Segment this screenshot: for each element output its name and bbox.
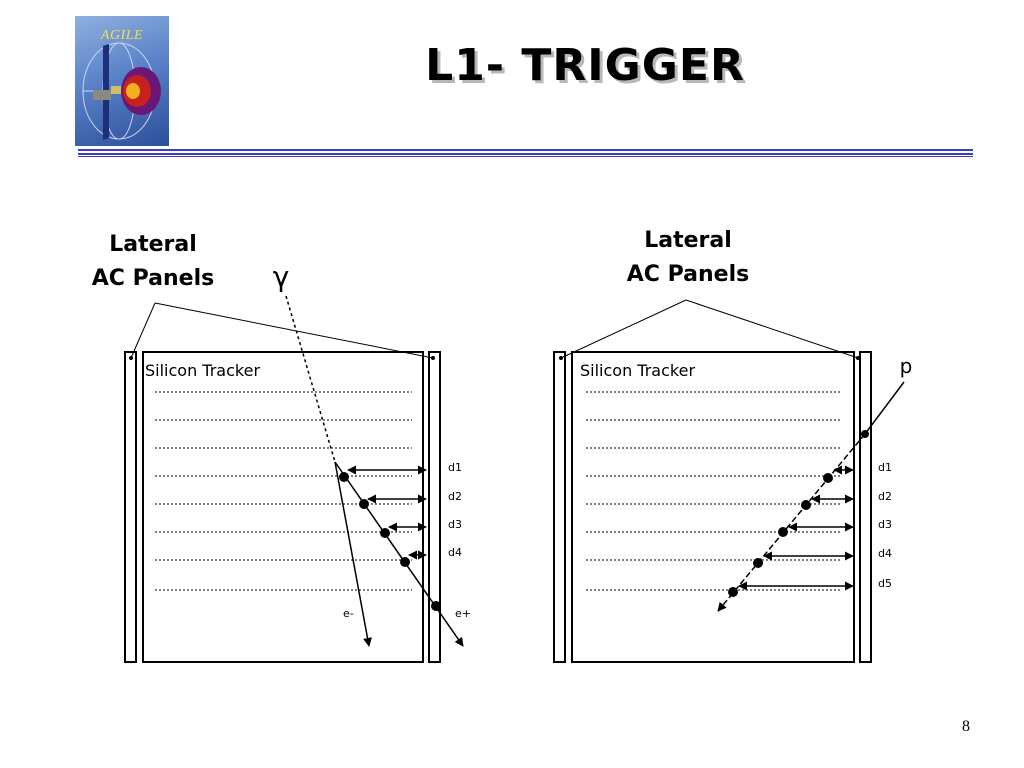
title-rule [78,149,973,151]
left-tracker-label: Silicon Tracker [145,361,260,380]
right-tracker-planes [586,391,840,591]
right-ac-panel-right [859,351,872,663]
hit-point [778,527,788,537]
distance-label: d4 [878,547,892,560]
left-ac-label-line1: Lateral [109,232,197,257]
positron-track [334,461,464,647]
left-leader-line [130,302,156,359]
distance-label: d2 [448,490,462,503]
electron-label: e- [343,607,354,620]
hit-point [339,472,349,482]
right-panel: Lateral AC Panels p Silicon Tracker [553,228,913,663]
leader-dot [559,356,563,360]
gamma-track [285,295,336,463]
leader-dot [129,356,133,360]
distance-label: d1 [448,461,462,474]
right-leader-line [560,299,687,359]
right-tracker-label: Silicon Tracker [580,361,695,380]
hit-point [823,473,833,483]
hit-point [380,528,390,538]
distance-label: d3 [878,518,892,531]
logo-text: AGILE [100,28,144,43]
right-leader-line [685,299,859,359]
hit-point [801,500,811,510]
right-ac-label-line1: Lateral [644,228,732,253]
hit-point [753,558,763,568]
leader-dot [431,356,435,360]
left-leader-line [154,302,434,359]
left-ac-panel-right [428,351,441,663]
distance-label: d1 [878,461,892,474]
hit-point [861,430,869,438]
right-ac-panel-left [553,351,566,663]
left-panel: Lateral AC Panels γ Silicon Tracker [92,232,471,663]
proton-symbol: p [900,354,913,378]
proton-track [717,433,866,612]
distance-label: d4 [448,546,462,559]
gamma-symbol: γ [273,260,290,293]
hit-point [431,601,441,611]
hit-point [400,557,410,567]
leader-dot [856,356,860,360]
left-tracker-planes [155,391,412,591]
proton-track-outside [864,381,905,435]
distance-label: d5 [878,577,892,590]
agile-logo: AGILE [75,16,169,146]
hit-point [728,587,738,597]
distance-label: d2 [878,490,892,503]
right-distance-arrows [738,465,854,591]
hit-point [359,499,369,509]
title-rule [78,156,973,157]
right-tracker-box [571,351,855,663]
electron-track [334,461,372,647]
left-distance-arrows [347,465,427,560]
left-ac-label-line2: AC Panels [92,266,214,291]
page-title: L1- TRIGGER [425,40,745,91]
page-number: 8 [962,718,970,735]
title-rule [78,153,973,155]
positron-label: e+ [455,607,471,620]
left-ac-panel-left [124,351,137,663]
right-ac-label-line2: AC Panels [627,262,749,287]
left-tracker-box [142,351,424,663]
distance-label: d3 [448,518,462,531]
